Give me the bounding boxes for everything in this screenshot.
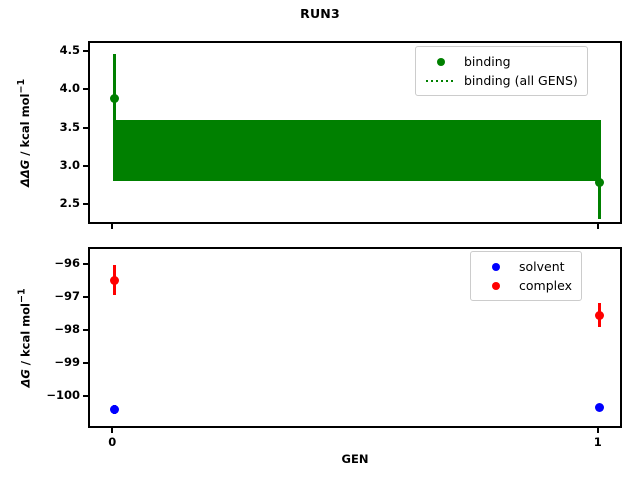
legend-item-binding-all-gens[interactable]: binding (all GENS) <box>424 71 578 90</box>
y-tick-mark <box>83 88 88 91</box>
y-tick-label: 4.0 <box>59 81 80 96</box>
x-tick-mark <box>111 224 114 229</box>
y-tick-mark <box>83 295 88 298</box>
y-tick-label: −98 <box>54 321 80 336</box>
y-tick-label: −100 <box>46 387 80 402</box>
legend-item-solvent[interactable]: solvent <box>479 257 572 276</box>
binding-marker-icon <box>424 57 458 66</box>
y-tick-mark <box>83 328 88 331</box>
x-tick-mark <box>596 428 599 433</box>
legend-item-complex[interactable]: complex <box>479 276 572 295</box>
y-tick-label: 2.5 <box>59 196 80 211</box>
legend-label-solvent: solvent <box>519 259 565 274</box>
y-tick-mark <box>83 203 88 206</box>
y-tick-mark <box>83 126 88 129</box>
x-tick-mark <box>111 428 114 433</box>
binding-all-gens-band <box>112 119 602 181</box>
complex-marker-icon <box>479 281 513 290</box>
data-point-solvent-gen0[interactable] <box>109 405 119 415</box>
y-tick-label: −99 <box>54 354 80 369</box>
x-tick-label: 1 <box>593 435 602 449</box>
bottom-panel-legend[interactable]: solvent complex <box>470 251 582 301</box>
y-tick-mark <box>83 394 88 397</box>
y-tick-mark <box>83 164 88 167</box>
x-axis-label: GEN <box>341 452 369 466</box>
y-tick-label: 4.5 <box>59 42 80 57</box>
x-tick-mark <box>596 224 599 229</box>
binding-all-gens-line-icon <box>424 79 458 82</box>
y-tick-label: 3.0 <box>59 157 80 172</box>
data-point-binding-gen1[interactable] <box>595 177 605 187</box>
y-tick-label: −96 <box>54 255 80 270</box>
data-point-complex-gen0[interactable] <box>109 276 119 286</box>
legend-item-binding[interactable]: binding <box>424 52 578 71</box>
y-tick-mark <box>83 49 88 52</box>
y-tick-label: −97 <box>54 288 80 303</box>
y-tick-mark <box>83 361 88 364</box>
bottom-ylabel-symbol: ΔG <box>18 368 33 388</box>
top-panel-legend[interactable]: binding binding (all GENS) <box>415 46 588 96</box>
data-point-binding-gen0[interactable] <box>109 94 119 104</box>
y-tick-mark <box>83 262 88 265</box>
figure-title: RUN3 <box>300 6 340 21</box>
legend-label-binding: binding <box>464 54 511 69</box>
y-tick-label: 3.5 <box>59 119 80 134</box>
data-point-solvent-gen1[interactable] <box>595 402 605 412</box>
data-point-complex-gen1[interactable] <box>595 310 605 320</box>
legend-label-complex: complex <box>519 278 572 293</box>
x-tick-label: 0 <box>108 435 117 449</box>
legend-label-binding-all-gens: binding (all GENS) <box>464 73 578 88</box>
solvent-marker-icon <box>479 262 513 271</box>
